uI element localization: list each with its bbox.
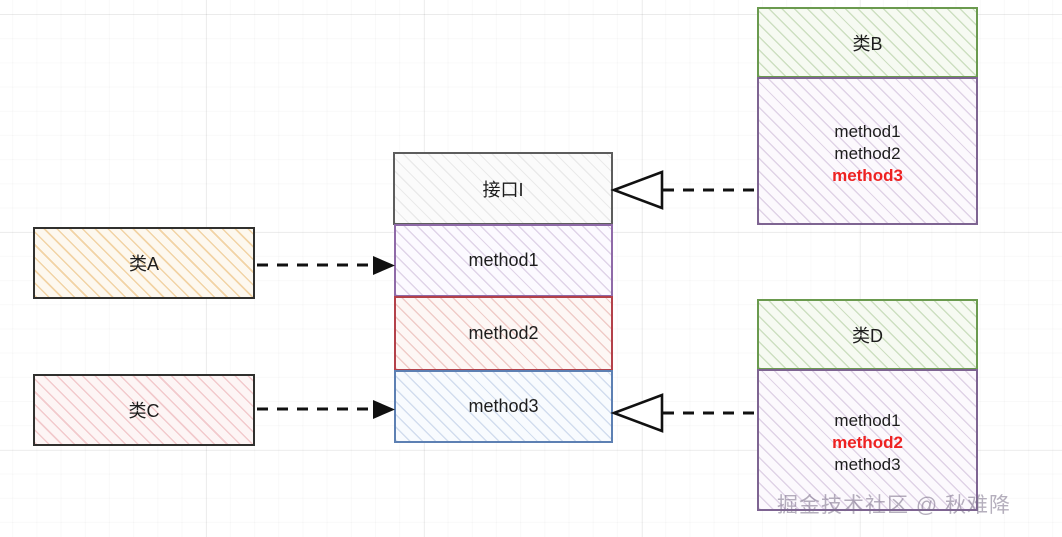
node-interface-method1-label: method1 [468, 250, 539, 270]
class-b-method-2: method2 [834, 144, 901, 164]
class-d-method-list: method1 method2 method3 [832, 410, 903, 475]
connector-class-a-to-method1 [255, 248, 400, 282]
node-interface-method2[interactable]: method2 [394, 296, 613, 371]
node-class-d-header[interactable]: 类D [757, 299, 978, 370]
connector-class-d-to-method3 [610, 388, 762, 438]
class-d-method-2: method2 [832, 433, 903, 453]
class-b-method-1: method1 [834, 122, 901, 142]
filled-arrow-icon [373, 400, 395, 419]
class-b-method-list: method1 method2 method3 [832, 121, 903, 186]
node-interface-title: 接口I [482, 179, 524, 200]
node-interface-method3-label: method3 [468, 396, 539, 416]
connector-class-b-to-interface [610, 165, 762, 215]
node-class-b-title: 类B [852, 33, 883, 54]
class-d-method-1: method1 [834, 411, 901, 431]
node-class-a-label: 类A [128, 254, 159, 274]
node-class-b-body[interactable]: method1 method2 method3 [757, 77, 978, 225]
node-class-d-body[interactable]: method1 method2 method3 [757, 369, 978, 511]
class-d-method-3: method3 [834, 454, 901, 474]
filled-arrow-icon [373, 256, 395, 275]
node-interface-method1[interactable]: method1 [394, 224, 613, 297]
connector-class-c-to-method3 [255, 392, 400, 426]
hollow-triangle-icon [610, 170, 664, 210]
node-class-c[interactable]: 类C [33, 374, 255, 446]
node-interface-method3[interactable]: method3 [394, 370, 613, 443]
node-class-c-label: 类C [128, 401, 160, 421]
node-class-b-header[interactable]: 类B [757, 7, 978, 78]
node-interface-header[interactable]: 接口I [393, 152, 613, 225]
node-class-a[interactable]: 类A [33, 227, 255, 299]
node-interface-method2-label: method2 [468, 323, 539, 343]
class-b-method-3: method3 [832, 165, 903, 185]
node-class-d-title: 类D [852, 325, 883, 346]
watermark-text: 掘金技术社区 @ 秋难降 [777, 494, 1011, 517]
hollow-triangle-icon [610, 393, 664, 433]
